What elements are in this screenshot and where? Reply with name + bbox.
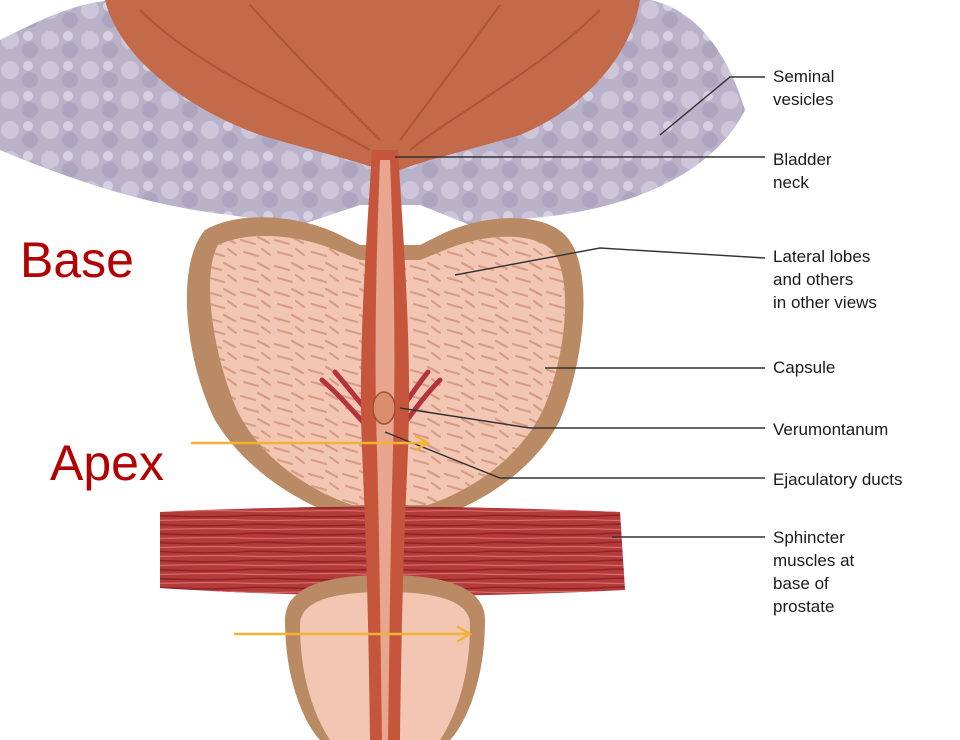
- label-seminal-vesicles: Seminal vesicles: [773, 65, 834, 111]
- verumontanum: [373, 392, 395, 424]
- label-lateral-lobes: Lateral lobes and others in other views: [773, 245, 877, 314]
- label-sphincter-muscles: Sphincter muscles at base of prostate: [773, 526, 854, 618]
- base-label: Base: [20, 232, 134, 288]
- label-bladder-neck: Bladder neck: [773, 148, 832, 194]
- label-verumontanum: Verumontanum: [773, 418, 888, 441]
- label-ejaculatory-ducts: Ejaculatory ducts: [773, 468, 902, 491]
- label-capsule: Capsule: [773, 356, 835, 379]
- apex-label: Apex: [50, 435, 164, 491]
